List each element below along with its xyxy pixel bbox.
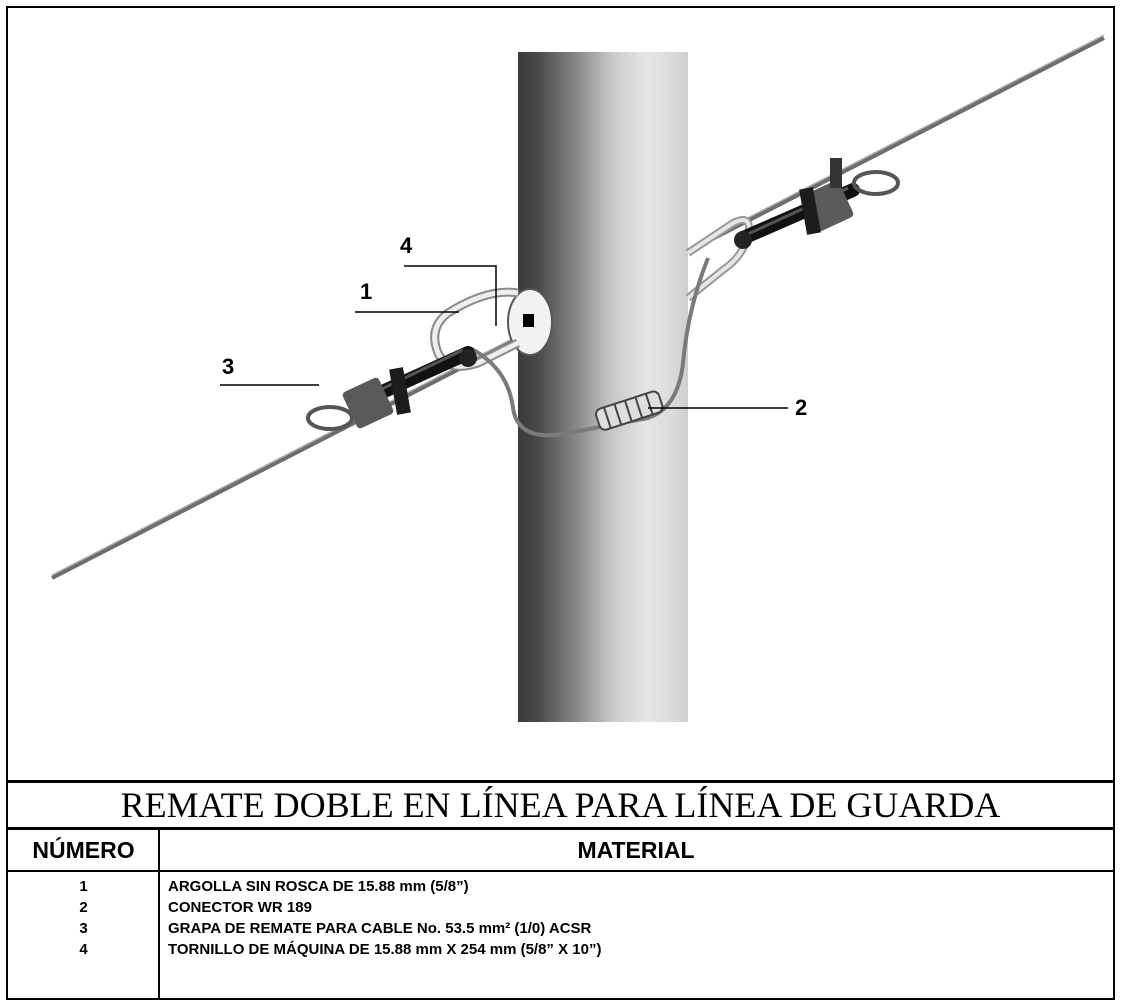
drawing-sheet: 4 1 3 2 REMATE DOBLE EN LÍNEA PARA LÍNEA… — [6, 6, 1115, 1000]
callout-4: 4 — [400, 233, 413, 258]
assembly-drawing — [51, 34, 1105, 722]
materials-table-body: 1 ARGOLLA SIN ROSCA DE 15.88 mm (5/8”) 2… — [8, 876, 1113, 960]
column-divider — [158, 830, 160, 998]
table-row: 4 TORNILLO DE MÁQUINA DE 15.88 mm X 254 … — [8, 939, 1113, 960]
row-number: 1 — [79, 878, 88, 895]
callout-3: 3 — [222, 354, 235, 379]
row-material: CONECTOR WR 189 — [168, 899, 312, 916]
leader-line-4 — [404, 265, 497, 326]
callout-2: 2 — [795, 395, 808, 420]
row-number: 3 — [79, 920, 88, 937]
header-number: NÚMERO — [32, 836, 135, 863]
header-material: MATERIAL — [577, 836, 695, 863]
table-row: 1 ARGOLLA SIN ROSCA DE 15.88 mm (5/8”) — [8, 876, 1113, 897]
dead-end-clamp-right — [734, 158, 900, 249]
row-material: TORNILLO DE MÁQUINA DE 15.88 mm X 254 mm… — [168, 941, 602, 958]
dead-end-clamp-left — [306, 346, 477, 431]
row-number: 4 — [79, 941, 88, 958]
row-material: GRAPA DE REMATE PARA CABLE No. 53.5 mm² … — [168, 920, 592, 937]
materials-table-header: NÚMERO MATERIAL — [8, 830, 1113, 872]
table-row: 3 GRAPA DE REMATE PARA CABLE No. 53.5 mm… — [8, 918, 1113, 939]
jumper-wire — [469, 257, 710, 438]
wr-connector — [595, 390, 664, 431]
drawing-title: REMATE DOBLE EN LÍNEA PARA LÍNEA DE GUAR… — [8, 780, 1113, 830]
table-row: 2 CONECTOR WR 189 — [8, 897, 1113, 918]
row-number: 2 — [79, 899, 88, 916]
row-material: ARGOLLA SIN ROSCA DE 15.88 mm (5/8”) — [168, 878, 469, 895]
callout-1: 1 — [360, 279, 373, 304]
bolt-head — [523, 314, 534, 327]
pole — [518, 52, 688, 722]
